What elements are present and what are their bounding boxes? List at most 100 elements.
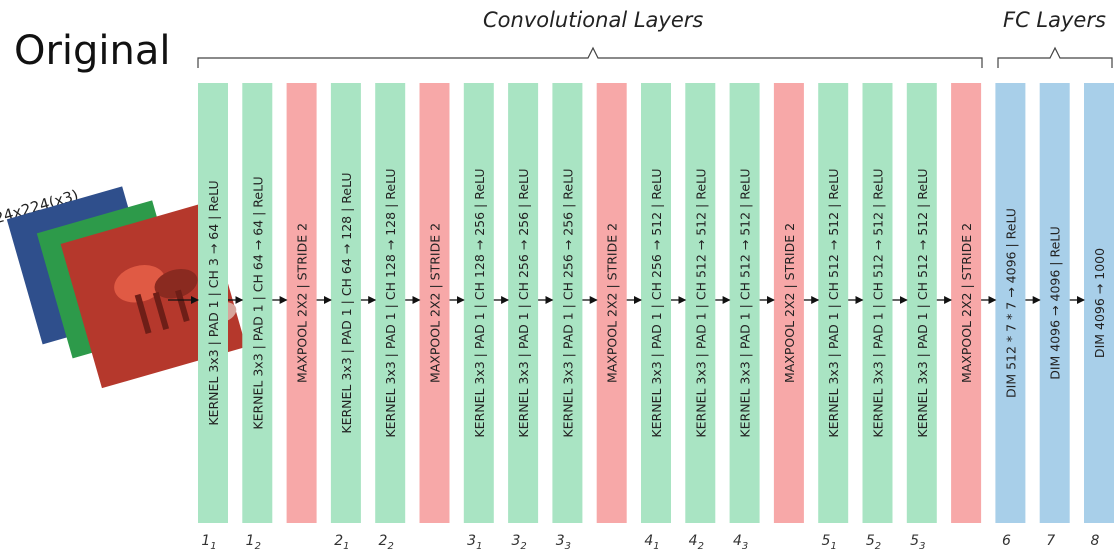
layer-4: KERNEL 3x3 | PAD 1 | CH 64 → 128 | ReLU 2…	[330, 83, 361, 552]
layer-21: DIM 4096 → 1000 8	[1084, 83, 1114, 549]
layer-index: 42	[689, 533, 704, 552]
layer-label: KERNEL 3x3 | PAD 1 | CH 3 → 64 | ReLU	[206, 180, 221, 425]
fc-layer-box	[1039, 83, 1070, 523]
pool-layer-box	[951, 83, 982, 523]
layer-index-subscript: 1	[476, 541, 482, 552]
diagram-title: Original	[14, 28, 171, 74]
conv-layer-box	[508, 83, 539, 523]
layer-index: 41	[644, 533, 659, 552]
layer-index-subscript: 1	[653, 541, 659, 552]
layer-label: KERNEL 3x3 | PAD 1 | CH 256 → 256 | ReLU	[560, 168, 575, 437]
layer-index: 51	[822, 533, 837, 552]
layer-label: KERNEL 3x3 | PAD 1 | CH 256 → 256 | ReLU	[516, 168, 531, 437]
layer-label: MAXPOOL 2X2 | STRIDE 2	[295, 223, 310, 383]
layer-label: DIM 4096 → 4096 | ReLU	[1048, 226, 1063, 380]
layer-18: MAXPOOL 2X2 | STRIDE 2	[951, 83, 982, 523]
layer-19: DIM 512 * 7 * 7 → 4096 | ReLU 6	[995, 83, 1026, 549]
conv-layer-box	[729, 83, 760, 523]
layer-label: KERNEL 3x3 | PAD 1 | CH 128 → 128 | ReLU	[383, 168, 398, 437]
conv-layer-box	[198, 83, 228, 523]
conv-layer-box	[862, 83, 893, 523]
layer-index: 11	[201, 533, 216, 552]
layer-7: KERNEL 3x3 | PAD 1 | CH 128 → 256 | ReLU…	[463, 83, 494, 552]
layer-index: 31	[467, 533, 482, 552]
layer-13: KERNEL 3x3 | PAD 1 | CH 512 → 512 | ReLU…	[729, 83, 760, 552]
layer-label: KERNEL 3x3 | PAD 1 | CH 256 → 512 | ReLU	[649, 168, 664, 437]
conv-layer-box	[906, 83, 937, 523]
conv-layer-box	[641, 83, 671, 523]
layer-label: KERNEL 3x3 | PAD 1 | CH 512 → 512 | ReLU	[738, 168, 753, 437]
conv-layer-box	[463, 83, 494, 523]
layer-index-subscript: 2	[875, 541, 881, 552]
layer-label: KERNEL 3x3 | PAD 1 | CH 512 → 512 | ReLU	[693, 168, 708, 437]
layer-index-subscript: 3	[919, 541, 925, 552]
conv-layer-box	[685, 83, 716, 523]
layer-label: KERNEL 3x3 | PAD 1 | CH 64 → 128 | ReLU	[339, 172, 354, 433]
layer-label: MAXPOOL 2X2 | STRIDE 2	[605, 223, 620, 383]
layer-1: KERNEL 3x3 | PAD 1 | CH 3 → 64 | ReLU 11	[198, 83, 228, 552]
layer-3: MAXPOOL 2X2 | STRIDE 2	[286, 83, 317, 523]
layer-index: 43	[733, 533, 748, 552]
layer-index-subscript: 1	[343, 541, 349, 552]
layer-index: 32	[511, 533, 526, 552]
layer-12: KERNEL 3x3 | PAD 1 | CH 512 → 512 | ReLU…	[685, 83, 716, 552]
layer-11: KERNEL 3x3 | PAD 1 | CH 256 → 512 | ReLU…	[641, 83, 671, 552]
layer-9: KERNEL 3x3 | PAD 1 | CH 256 → 256 | ReLU…	[552, 83, 583, 552]
layer-8: KERNEL 3x3 | PAD 1 | CH 256 → 256 | ReLU…	[508, 83, 539, 552]
pool-layer-box	[286, 83, 317, 523]
layer-14: MAXPOOL 2X2 | STRIDE 2	[773, 83, 804, 523]
conv-layer-box	[242, 83, 273, 523]
layer-index: 7	[1046, 533, 1055, 549]
pool-layer-box	[773, 83, 804, 523]
layer-label: MAXPOOL 2X2 | STRIDE 2	[959, 223, 974, 383]
layer-label: MAXPOOL 2X2 | STRIDE 2	[428, 223, 443, 383]
conv-section-bracket	[197, 46, 983, 68]
layer-index: 8	[1091, 533, 1100, 549]
layer-15: KERNEL 3x3 | PAD 1 | CH 512 → 512 | ReLU…	[818, 83, 849, 552]
layer-5: KERNEL 3x3 | PAD 1 | CH 128 → 128 | ReLU…	[375, 83, 406, 552]
layer-label: DIM 4096 → 1000	[1092, 248, 1107, 358]
layer-index-subscript: 3	[742, 541, 748, 552]
layer-label: MAXPOOL 2X2 | STRIDE 2	[782, 223, 797, 383]
pool-layer-box	[419, 83, 450, 523]
input-image-stack	[6, 186, 247, 389]
layer-index: 33	[556, 533, 571, 552]
layer-label: KERNEL 3x3 | PAD 1 | CH 64 → 64 | ReLU	[250, 176, 265, 429]
fc-layer-box	[995, 83, 1026, 523]
layer-index-subscript: 1	[830, 541, 836, 552]
layer-20: DIM 4096 → 4096 | ReLU 7	[1039, 83, 1070, 549]
layer-index-subscript: 2	[520, 541, 526, 552]
layer-label: DIM 512 * 7 * 7 → 4096 | ReLU	[1003, 208, 1018, 398]
fc-layer-box	[1084, 83, 1114, 523]
fc-section-label: FC Layers	[1003, 8, 1106, 32]
layer-17: KERNEL 3x3 | PAD 1 | CH 512 → 512 | ReLU…	[906, 83, 937, 552]
conv-section-label: Convolutional Layers	[483, 8, 704, 32]
layer-label: KERNEL 3x3 | PAD 1 | CH 512 → 512 | ReLU	[826, 168, 841, 437]
layer-index: 21	[334, 533, 349, 552]
fc-section-bracket	[997, 46, 1113, 68]
pool-layer-box	[596, 83, 627, 523]
layer-index-subscript: 3	[565, 541, 571, 552]
layer-2: KERNEL 3x3 | PAD 1 | CH 64 → 64 | ReLU 12	[242, 83, 273, 552]
layer-index-subscript: 2	[387, 541, 393, 552]
layer-label: KERNEL 3x3 | PAD 1 | CH 512 → 512 | ReLU	[915, 168, 930, 437]
layer-index-subscript: 2	[255, 541, 261, 552]
conv-layer-box	[552, 83, 583, 523]
layer-index: 53	[910, 533, 925, 552]
layers-group: KERNEL 3x3 | PAD 1 | CH 3 → 64 | ReLU11K…	[198, 83, 1114, 552]
layer-index-subscript: 1	[210, 541, 216, 552]
layer-index: 6	[1002, 533, 1011, 549]
conv-layer-box	[818, 83, 849, 523]
layer-10: MAXPOOL 2X2 | STRIDE 2	[596, 83, 627, 523]
layer-16: KERNEL 3x3 | PAD 1 | CH 512 → 512 | ReLU…	[862, 83, 893, 552]
layer-index: 22	[379, 533, 394, 552]
conv-layer-box	[330, 83, 361, 523]
conv-layer-box	[375, 83, 406, 523]
layer-index-subscript: 2	[698, 541, 704, 552]
layer-index: 12	[246, 533, 261, 552]
layer-label: KERNEL 3x3 | PAD 1 | CH 512 → 512 | ReLU	[871, 168, 886, 437]
layer-label: KERNEL 3x3 | PAD 1 | CH 128 → 256 | ReLU	[472, 168, 487, 437]
layer-6: MAXPOOL 2X2 | STRIDE 2	[419, 83, 450, 523]
